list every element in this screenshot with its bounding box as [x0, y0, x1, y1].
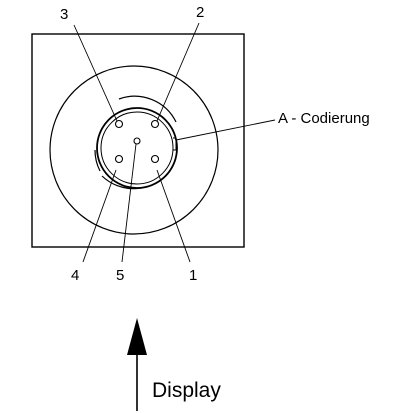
pin-3: [114, 119, 124, 129]
pin-label-3: 3: [60, 6, 68, 23]
display-direction-label: Display: [152, 379, 221, 402]
contact-insert-inner: [100, 111, 174, 185]
pin-label-4: 4: [71, 267, 79, 284]
housing-square: [31, 33, 245, 248]
pin-4: [114, 154, 124, 164]
pin-2: [150, 119, 160, 129]
pin-label-2: 2: [196, 4, 204, 21]
coding-label: A - Codierung: [278, 110, 370, 127]
coupling-arc-left: [94, 149, 101, 172]
arrow-up-icon: [127, 318, 147, 411]
contact-insert-outer: [96, 107, 178, 189]
leader-line-pin-4: [82, 169, 117, 263]
leader-line-pin-1: [156, 169, 191, 263]
pin-label-1: 1: [189, 267, 197, 284]
pin-1: [150, 154, 160, 164]
leader-line-pin-5: [121, 143, 137, 263]
coupling-arc-top: [118, 95, 177, 123]
outer-flange-circle: [49, 65, 219, 235]
pin-label-5: 5: [116, 267, 124, 284]
leader-line-pin-3: [73, 24, 118, 122]
leader-line-coding: [175, 119, 276, 141]
coding-key: [173, 137, 177, 151]
pin-5: [133, 137, 141, 145]
leader-line-pin-2: [156, 22, 200, 122]
